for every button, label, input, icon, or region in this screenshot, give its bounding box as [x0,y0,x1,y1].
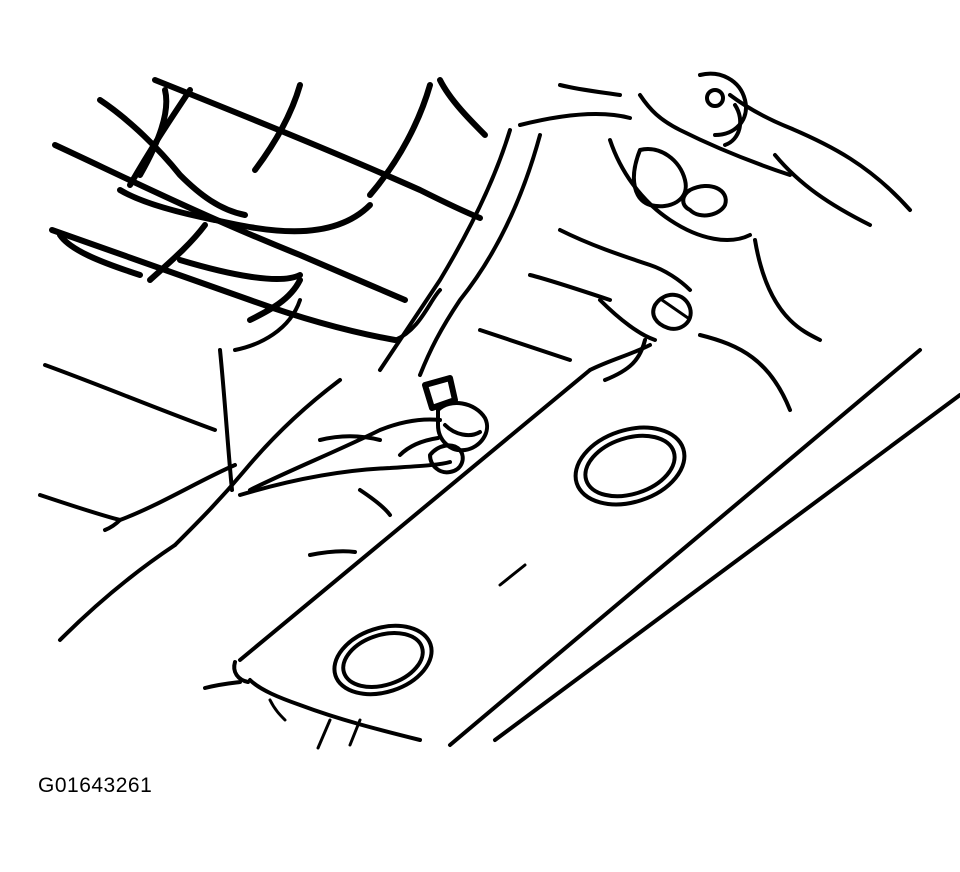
tool-arm [238,417,452,557]
bolt-lower [398,375,489,475]
body-panel-edge [58,518,177,642]
bolt-upper [651,292,693,331]
cross-member [203,338,960,750]
radiator-lower-tank [38,288,442,522]
radiator-grille [49,77,488,343]
cross-member-hole-lower [332,623,434,697]
cross-member-hole-upper [573,425,687,507]
figure-id-label: G01643261 [38,774,153,797]
support-rail [173,83,632,547]
mounting-bracket [478,71,912,412]
